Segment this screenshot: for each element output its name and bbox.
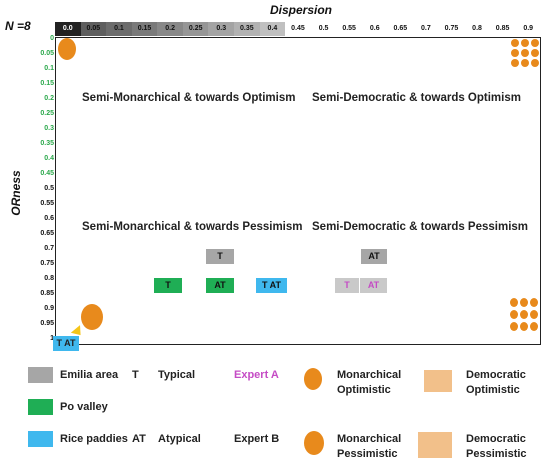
legend-expert-a-label: Expert A [234, 369, 279, 381]
legend-monarchical-optimistic-2: Optimistic [337, 384, 391, 396]
legend-emilia-label: Emilia area [60, 369, 119, 381]
legend-monarchical-optimistic-1: Monarchical [337, 369, 402, 381]
monarchical-optimistic-icon [58, 38, 76, 60]
y-tick: 0.75 [40, 260, 54, 267]
y-tick: 0.65 [40, 230, 54, 237]
x-tick: 0.8 [464, 22, 490, 36]
x-tick: 0.0 [55, 22, 81, 36]
marker-emilia-t-expert-a: T [335, 278, 359, 293]
quadrant-bottom-right: Semi-Democratic & towards Pessimism [312, 221, 529, 233]
legend-democratic-optimistic-2: Optimistic [466, 384, 520, 396]
y-tick: 0.6 [44, 215, 54, 222]
marker-po-t: T [154, 278, 182, 293]
legend-monarchical-pessimistic-2: Pessimistic [337, 448, 398, 460]
democratic-pessimistic-icon [510, 298, 538, 332]
y-tick: 0.15 [40, 80, 54, 87]
x-tick: 0.7 [413, 22, 439, 36]
legend-monarchical-pessimistic-icon [304, 431, 324, 455]
legend-democratic-pessimistic-2: Pessimistic [466, 448, 527, 460]
marker-emilia-t-expert-b: T [206, 249, 234, 264]
y-tick: 0.55 [40, 200, 54, 207]
x-tick: 0.3 [208, 22, 235, 36]
x-tick: 0.5 [310, 22, 337, 36]
marker-rice-t-at: T AT [256, 278, 287, 293]
x-tick: 0.2 [157, 22, 183, 36]
legend-swatch-po [28, 399, 53, 415]
x-tick: 0.9 [515, 22, 541, 36]
monarchical-pessimistic-icon [81, 304, 103, 330]
x-tick: 0.4 [259, 22, 286, 36]
marker-emilia-at-expert-a: AT [360, 278, 387, 293]
y-tick: 0.8 [44, 275, 54, 282]
marker-po-at: AT [206, 278, 234, 293]
y-tick: 0.3 [44, 125, 54, 132]
y-tick: 0.05 [40, 50, 54, 57]
x-tick: 0.55 [336, 22, 362, 36]
y-tick: 0.4 [44, 155, 54, 162]
legend-expert-b-label: Expert B [234, 433, 280, 445]
legend-t-abbr: T [132, 369, 139, 381]
legend-democratic-optimistic-1: Democratic [466, 369, 526, 381]
marker-emilia-at-expert-b: AT [361, 249, 387, 264]
y-tick: 0.7 [44, 245, 54, 252]
legend-democratic-pessimistic-icon [418, 432, 452, 458]
y-tick: 0.45 [40, 170, 54, 177]
x-tick: 0.1 [106, 22, 132, 36]
legend-monarchical-pessimistic-1: Monarchical [337, 433, 402, 445]
quadrant-top-right: Semi-Democratic & towards Optimism [312, 92, 521, 104]
plot-frame [55, 37, 541, 345]
x-tick: 0.05 [80, 22, 107, 36]
orness-axis-title: ORness [9, 170, 23, 216]
x-tick: 0.75 [438, 22, 465, 36]
legend-atypical-label: Atypical [158, 433, 201, 445]
y-tick: 0.2 [44, 95, 54, 102]
legend-swatch-emilia [28, 367, 53, 383]
y-axis-ticks: 0 0.05 0.1 0.15 0.2 0.25 0.3 0.35 0.4 0.45 0.5 0.55… [40, 35, 54, 345]
y-tick: 0.85 [40, 290, 54, 297]
legend-swatch-rice [28, 431, 53, 447]
x-tick: 0.45 [285, 22, 311, 36]
y-tick: 0.5 [44, 185, 54, 192]
y-tick: 1 [40, 335, 54, 342]
x-tick: 0.35 [234, 22, 260, 36]
legend-at-abbr: AT [132, 433, 146, 445]
quadrant-bottom-left: Semi-Monarchical & towards Pessimism [82, 221, 303, 233]
x-tick: 0.65 [387, 22, 414, 36]
legend-po-label: Po valley [60, 401, 108, 413]
y-tick: 0.9 [44, 305, 54, 312]
n-label: N =8 [5, 19, 31, 33]
dispersion-axis-title: Dispersion [270, 3, 333, 17]
x-tick: 0.15 [131, 22, 158, 36]
quadrant-top-left: Semi-Monarchical & towards Optimism [82, 92, 296, 104]
legend-typical-label: Typical [158, 369, 196, 381]
y-tick: 0.95 [40, 320, 54, 327]
legend-democratic-optimistic-icon [424, 370, 452, 392]
y-tick: 0.1 [44, 65, 54, 72]
legend-democratic-pessimistic-1: Democratic [466, 433, 526, 445]
legend-monarchical-optimistic-icon [304, 368, 322, 390]
x-tick: 0.85 [489, 22, 516, 36]
y-tick: 0.25 [40, 110, 54, 117]
democratic-optimistic-icon [511, 39, 539, 67]
marker-corner-rice: T AT [53, 336, 79, 351]
y-tick: 0 [50, 35, 54, 42]
x-tick: 0.6 [361, 22, 388, 36]
legend-rice-label: Rice paddies [60, 433, 128, 445]
y-tick: 0.35 [40, 140, 54, 147]
x-tick: 0.25 [182, 22, 209, 36]
